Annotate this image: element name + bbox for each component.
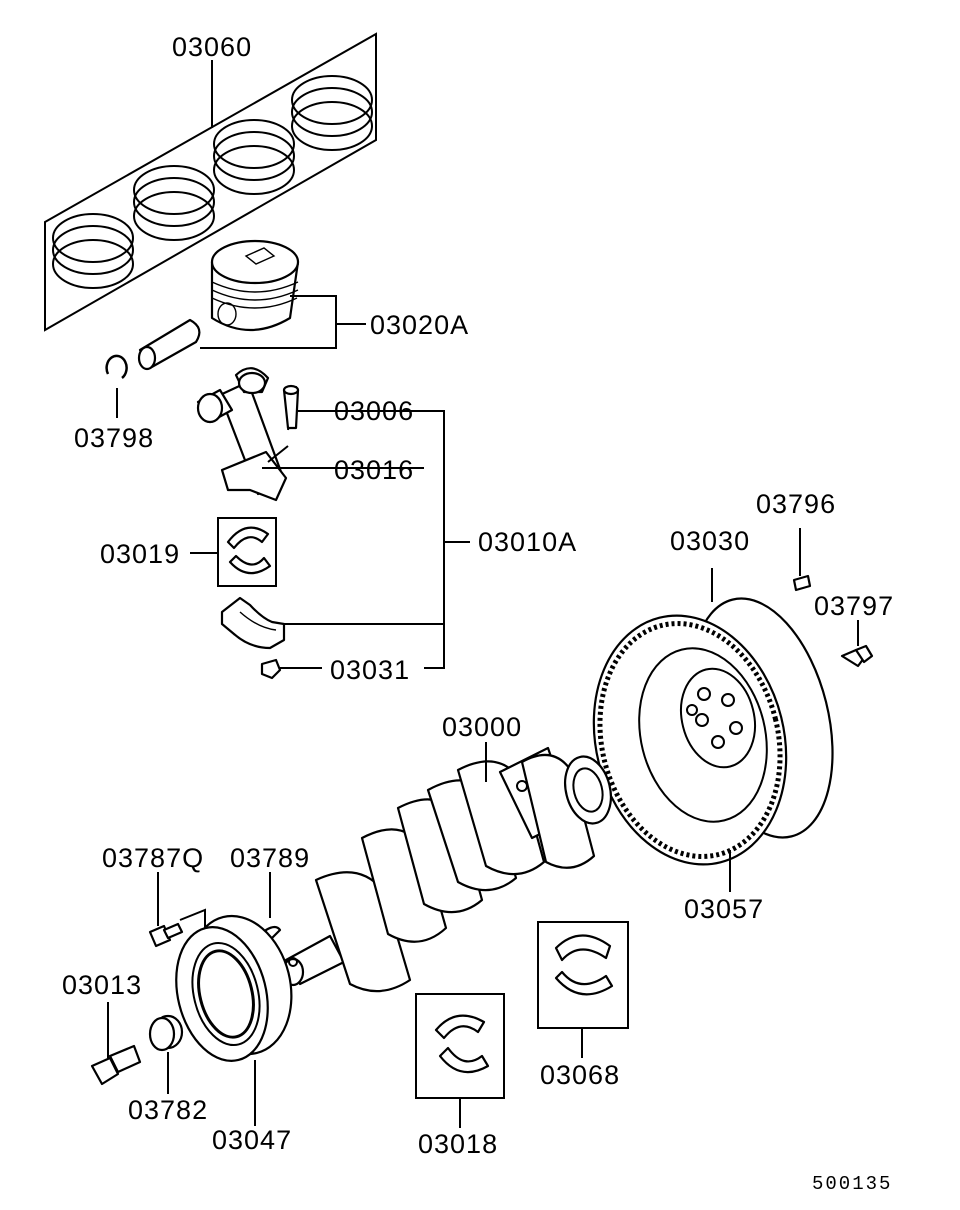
ring-group-2 [133, 165, 215, 241]
piston-ring-set-drawing [44, 32, 377, 332]
connecting-rod-assembly-bracket [424, 410, 470, 669]
woodruff-key-drawing [264, 872, 282, 940]
connecting-rod-drawing [196, 367, 424, 502]
label-03013: 03013 [62, 970, 142, 1000]
label-03031: 03031 [330, 655, 410, 685]
flywheel-drawing [592, 568, 834, 892]
pulley-washer-drawing [148, 1014, 184, 1094]
dowel-pin-drawing [792, 528, 812, 592]
label-03018: 03018 [418, 1129, 498, 1159]
thrust-bearing-box [537, 921, 629, 1058]
label-03000: 03000 [442, 712, 522, 742]
label-03020A: 03020A [370, 310, 469, 340]
label-03797: 03797 [814, 591, 894, 621]
label-03796: 03796 [756, 489, 836, 519]
pulley-bolt-drawing [90, 1002, 142, 1086]
crankshaft-drawing [281, 742, 612, 993]
ring-group-1 [52, 213, 134, 289]
label-03787Q: 03787Q [102, 843, 204, 873]
figure-id: 500135 [812, 1173, 892, 1195]
label-03010A: 03010A [478, 527, 577, 557]
label-03006: 03006 [334, 396, 414, 426]
rod-cap-drawing [220, 596, 444, 680]
label-03016: 03016 [334, 455, 414, 485]
label-03068: 03068 [540, 1060, 620, 1090]
ring-group-4 [291, 75, 373, 151]
label-03798: 03798 [74, 423, 154, 453]
rod-bearing-box [190, 517, 277, 587]
snap-ring-drawing [105, 354, 128, 418]
main-bearing-box [415, 993, 505, 1128]
ring-group-3 [213, 119, 295, 195]
label-03047: 03047 [212, 1125, 292, 1155]
label-03060: 03060 [172, 32, 252, 62]
label-03030: 03030 [670, 526, 750, 556]
label-03789: 03789 [230, 843, 310, 873]
label-03782: 03782 [128, 1095, 208, 1125]
pulley-bolt-small-drawing [148, 872, 206, 990]
piston-drawing [137, 239, 366, 371]
flywheel-bolt-drawing [840, 620, 874, 668]
part-labels: 03060 03020A 03798 03006 03016 03019 030… [62, 32, 894, 1195]
crank-pulley-drawing [175, 914, 293, 1126]
label-03019: 03019 [100, 539, 180, 569]
label-03057: 03057 [684, 894, 764, 924]
